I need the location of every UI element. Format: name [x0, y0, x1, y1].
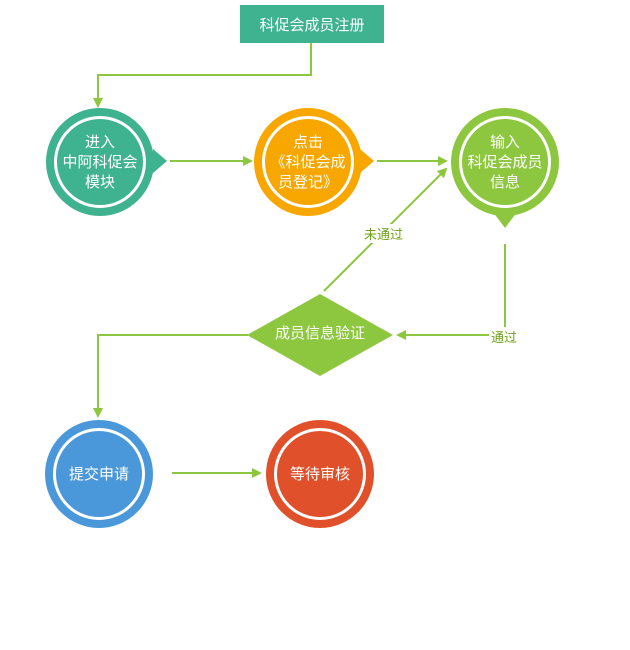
- not-passed-label: 未通过: [362, 224, 406, 243]
- enter-node: 进入 中阿科促会 模块: [46, 108, 154, 216]
- wait-node-label: 等待审核: [289, 465, 350, 483]
- input-node: 输入 科促会成员 信息: [451, 108, 559, 216]
- verify-node-label: 成员信息验证: [274, 324, 365, 342]
- enter-node-pointer: [153, 149, 167, 173]
- click-node: 点击 《科促会成 员登记》: [254, 108, 362, 216]
- registration-title: 科促会成员注册: [259, 15, 365, 34]
- registration-title-box: 科促会成员注册: [240, 5, 384, 43]
- submit-node: 提交申请: [45, 420, 153, 528]
- arrow-verify-to-submit: [93, 334, 248, 418]
- click-node-label: 点击 《科促会成 员登记》: [270, 133, 346, 191]
- input-node-label: 输入 科促会成员 信息: [467, 133, 543, 191]
- click-node-pointer: [360, 149, 374, 173]
- submit-node-label: 提交申请: [68, 465, 129, 483]
- arrow-input-to-verify: [396, 244, 506, 340]
- verify-diamond: [247, 294, 393, 376]
- wait-node: 等待审核: [266, 420, 374, 528]
- enter-node-label: 进入 中阿科促会 模块: [62, 133, 138, 191]
- input-node-pointer: [493, 212, 517, 228]
- passed-label: 通过: [489, 327, 520, 346]
- arrow-title-to-enter: [93, 43, 312, 108]
